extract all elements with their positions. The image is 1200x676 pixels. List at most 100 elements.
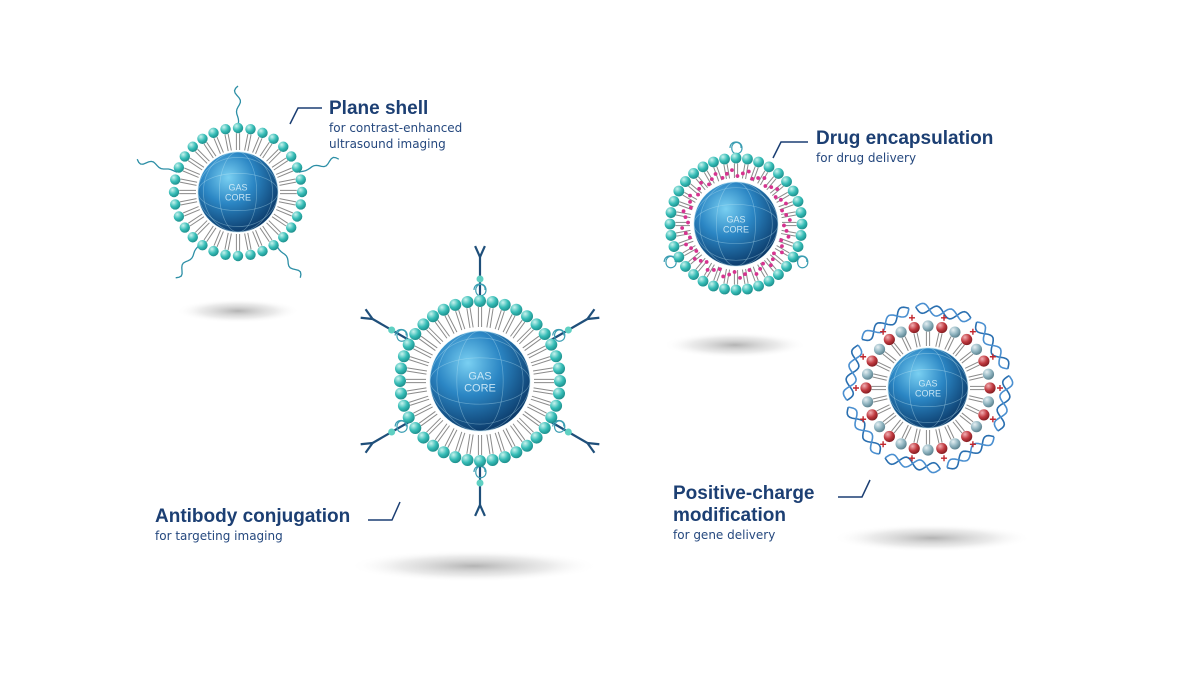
lipid-head <box>787 251 799 263</box>
lipid-head <box>409 422 422 435</box>
lipid-head <box>688 269 699 280</box>
antibody-arm <box>586 308 596 320</box>
lipid-head <box>553 362 566 375</box>
lipid-head <box>296 186 308 198</box>
drug-molecule <box>680 226 685 230</box>
lipid-tail <box>408 359 429 367</box>
antibody-arm <box>360 316 373 321</box>
lipid-head <box>530 431 543 444</box>
peg-chain <box>275 243 302 278</box>
lipid-tail <box>766 178 777 191</box>
lipid-tail <box>252 231 260 248</box>
antibody-linker <box>476 275 484 283</box>
lipid-tail <box>964 407 979 415</box>
lipid-tail <box>781 229 797 234</box>
lipid-tail <box>533 387 554 392</box>
positive-charge-sign <box>969 441 976 448</box>
lipid-head <box>486 295 499 308</box>
lipid-tail <box>406 387 427 392</box>
lipid-tail <box>522 413 540 427</box>
lipid-head <box>708 156 719 168</box>
lipid-tail <box>530 356 551 364</box>
lipid-tail <box>533 367 553 372</box>
lipid-tail <box>505 428 516 447</box>
antibody-linker <box>564 428 572 436</box>
drug-molecule <box>750 176 755 181</box>
lipid-tail <box>273 213 289 224</box>
lipid-tail <box>469 307 474 328</box>
lipid-tail <box>180 178 198 183</box>
lipid-tail <box>968 373 983 378</box>
lipid-tail <box>882 412 895 423</box>
lipid-tail <box>458 309 466 330</box>
core-mesh-line <box>429 337 531 425</box>
lipid-head <box>208 245 219 257</box>
lipid-tail <box>255 138 263 155</box>
lipid-head <box>550 399 563 412</box>
lipid-head <box>961 430 973 443</box>
lipid-tail <box>244 133 249 151</box>
lipid-head <box>697 161 709 173</box>
lipid-head <box>763 275 775 287</box>
lipid-tail <box>255 229 263 246</box>
lipid-tail <box>271 157 287 168</box>
gas-core <box>198 152 278 232</box>
leader-line-plane <box>289 107 322 125</box>
antibody-arm <box>478 245 486 258</box>
lipid-tail <box>262 225 273 241</box>
lipid-tail <box>955 419 965 432</box>
drug-molecule <box>735 174 740 178</box>
lipid-tail <box>413 348 432 359</box>
leader-line-antibody <box>368 501 401 521</box>
dna-strand <box>861 308 910 340</box>
core-mesh-line <box>436 330 524 432</box>
drug-molecule <box>689 246 693 251</box>
label-drug-encapsulation: Drug encapsulation for drug delivery <box>816 128 993 166</box>
lipid-head <box>245 124 256 135</box>
drug-molecule <box>705 268 710 272</box>
peg-tether-loop <box>795 255 809 269</box>
lipid-tail <box>873 398 888 403</box>
drug-molecule <box>786 234 791 239</box>
lipid-tail <box>969 395 984 400</box>
lipid-tail <box>706 170 715 184</box>
lipid-tail <box>444 428 455 447</box>
lipid-tail <box>741 163 746 179</box>
core-mesh-line <box>429 330 531 432</box>
lipid-tail <box>266 148 279 162</box>
lipid-tail <box>961 412 974 423</box>
lipid-tail <box>455 431 463 452</box>
lipid-tail <box>904 426 912 440</box>
lipid-head <box>795 230 807 241</box>
core-mesh-line <box>887 347 969 429</box>
lipid-head <box>730 284 742 296</box>
lipid-tail <box>279 181 297 186</box>
lipid-head <box>961 333 973 346</box>
lipid-tail <box>466 308 471 328</box>
lipid-head <box>792 241 804 252</box>
lipid-head <box>168 186 180 198</box>
lipid-head <box>394 387 407 400</box>
lipid-tail <box>486 307 491 328</box>
core-label-line2: CORE <box>464 382 496 394</box>
lipid-tail <box>510 425 523 443</box>
drug-molecule <box>784 228 789 233</box>
dna-strand <box>848 406 880 455</box>
drug-molecule <box>743 272 748 277</box>
gas-core <box>430 331 530 431</box>
lipid-head <box>187 232 198 243</box>
lipid-head <box>510 303 523 316</box>
lipid-tail <box>266 222 279 236</box>
lipid-head <box>278 232 289 243</box>
core-mesh-line <box>197 151 279 233</box>
lipid-tail <box>913 428 918 443</box>
lipid-head <box>753 280 764 292</box>
lipid-head <box>873 343 886 355</box>
lipid-head <box>665 230 677 241</box>
lipid-head <box>461 454 474 467</box>
lipid-head <box>486 454 499 467</box>
lipid-head <box>922 444 934 456</box>
lipid-tail <box>247 232 252 250</box>
positive-charge-sign <box>880 441 887 448</box>
